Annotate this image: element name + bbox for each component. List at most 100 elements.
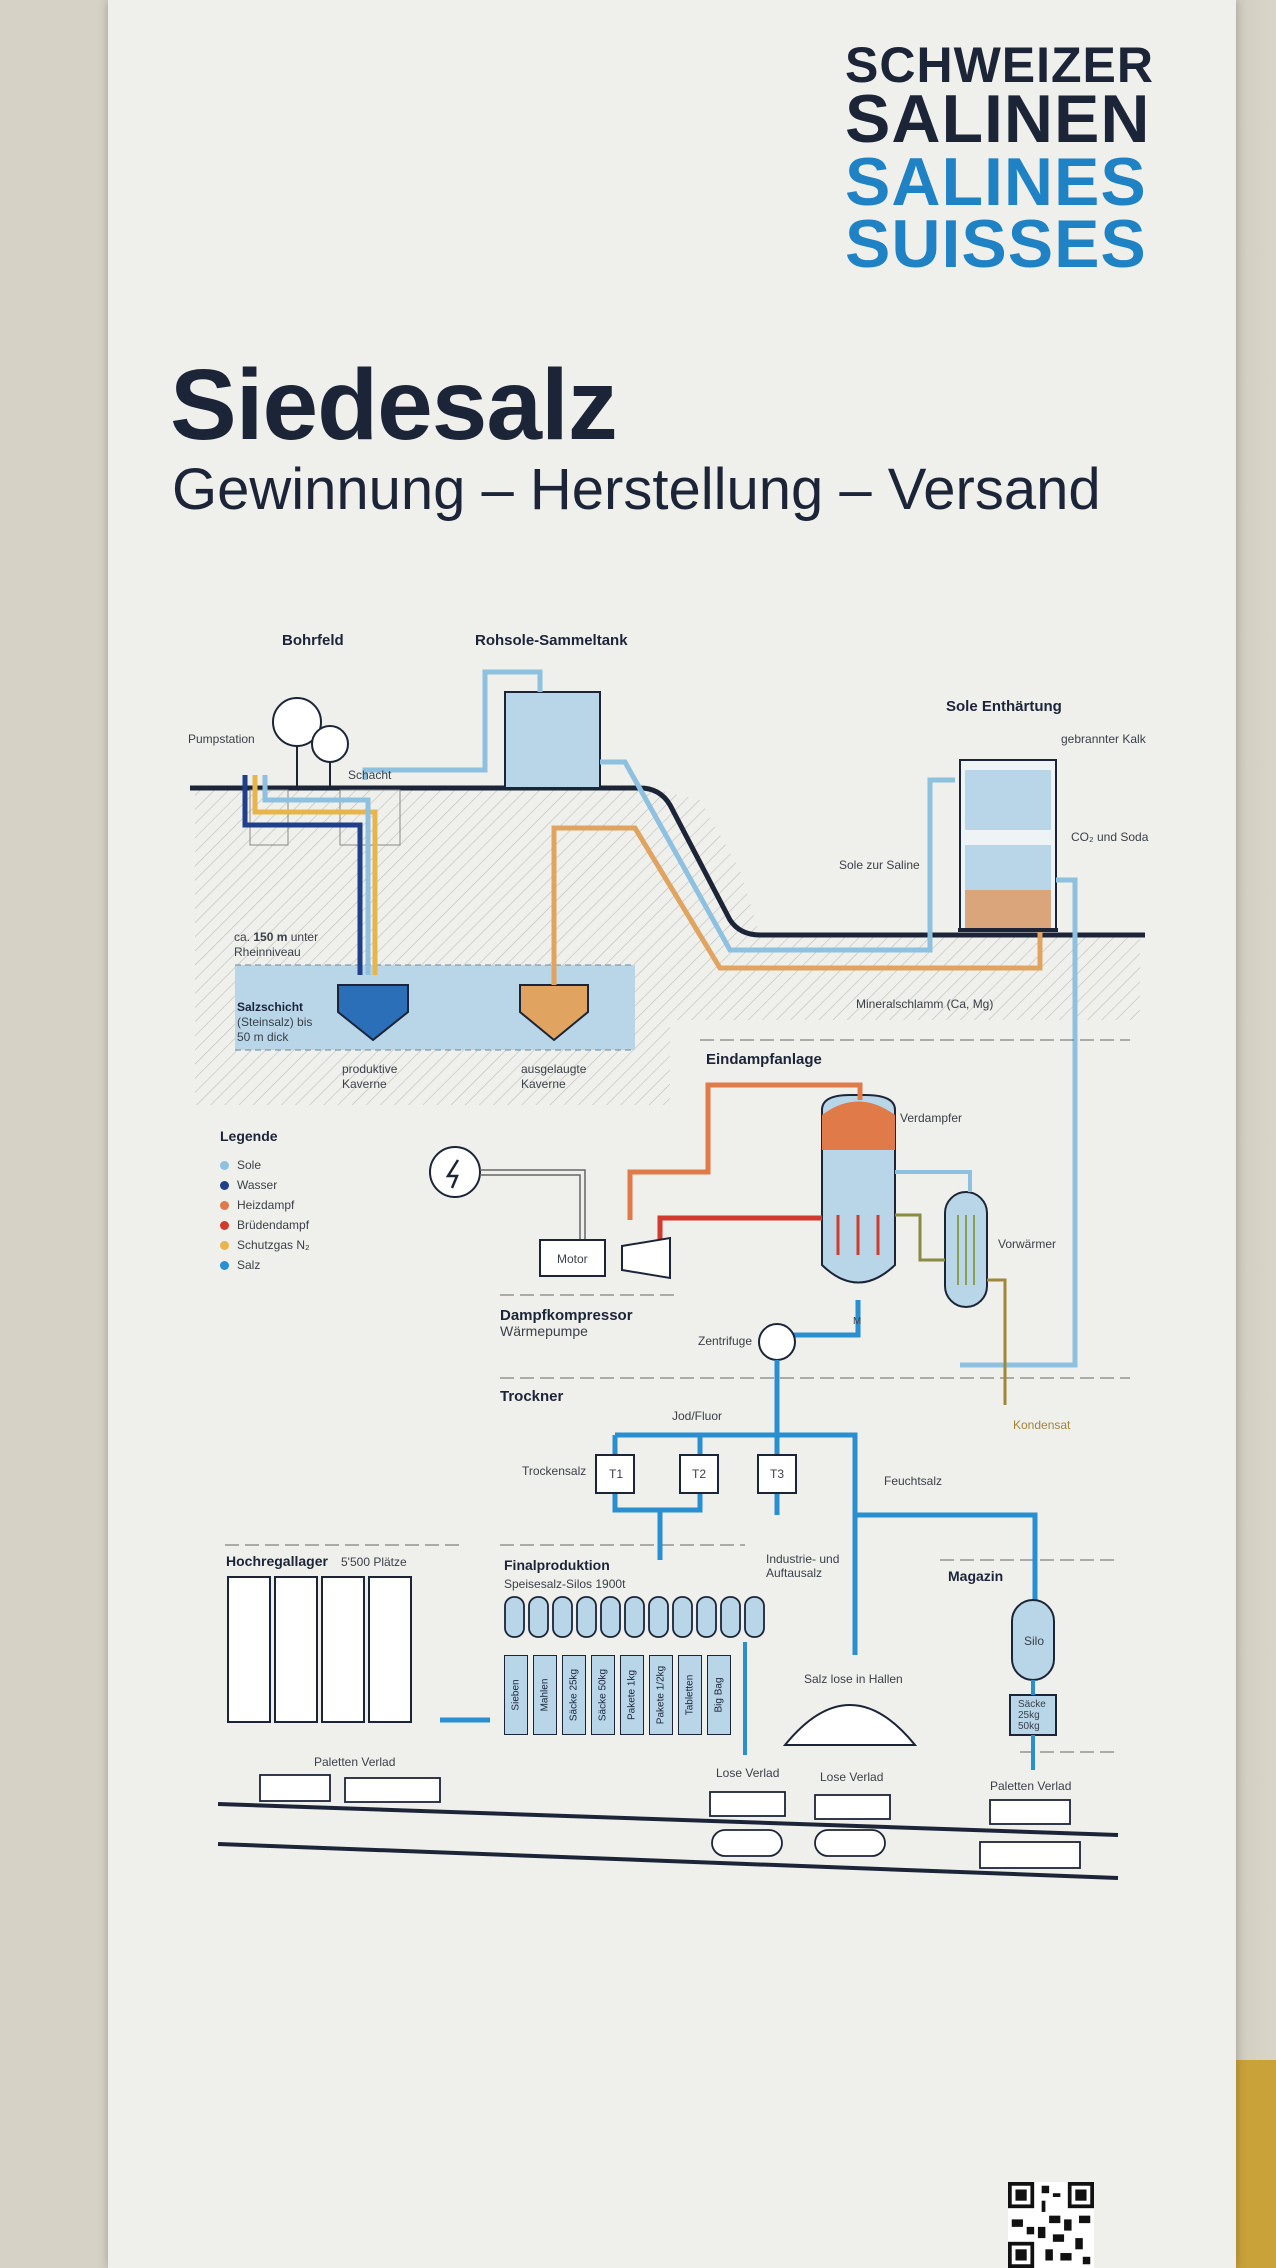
pumpstation-box xyxy=(249,789,289,846)
page-subtitle: Gewinnung – Herstellung – Versand xyxy=(172,457,1101,522)
label-vorwaermer: Vorwärmer xyxy=(998,1237,1057,1251)
label-produktive: produktive xyxy=(342,1062,398,1076)
product-label: Pakete 1/2kg xyxy=(655,1665,667,1725)
legend-item: Salz xyxy=(220,1258,260,1272)
label-jod-fluor: Jod/Fluor xyxy=(672,1409,723,1423)
label-magazin-saecke3: 50kg xyxy=(1018,1721,1040,1732)
legend-dot-icon xyxy=(220,1221,229,1231)
product-label: Mahlen xyxy=(539,1678,551,1712)
product-box: Säcke 25kg xyxy=(562,1655,586,1735)
product-box: Mahlen xyxy=(533,1655,557,1735)
rail-line xyxy=(217,1802,1119,1837)
label-pumpstation: Pumpstation xyxy=(188,732,255,746)
motor-box xyxy=(539,1239,606,1277)
product-label: Pakete 1kg xyxy=(626,1669,638,1721)
label-dick: 50 m dick xyxy=(237,1030,289,1044)
label-lose-verlad1: Lose Verlad xyxy=(716,1766,780,1780)
label-kondensat: Kondensat xyxy=(1013,1418,1071,1432)
product-label: Sieben xyxy=(510,1679,522,1711)
legend-item: Sole xyxy=(220,1158,261,1172)
label-steinsalz: (Steinsalz) bis xyxy=(237,1015,313,1029)
label-gebrannter-kalk: gebrannter Kalk xyxy=(1061,732,1146,746)
heading-finalproduktion: Finalproduktion xyxy=(504,1557,610,1573)
produktive-kaverne xyxy=(337,984,409,1042)
salz-halle-dome xyxy=(782,1704,918,1746)
legend-label: Sole xyxy=(237,1158,262,1172)
ausgelaugte-kaverne xyxy=(519,984,589,1042)
label-zentrifuge: Zentrifuge xyxy=(698,1334,753,1348)
rack xyxy=(274,1576,318,1723)
product-box: Sieben xyxy=(504,1655,528,1735)
label-kaverne1: Kaverne xyxy=(342,1077,387,1091)
label-t2: T2 xyxy=(692,1467,707,1481)
label-motor: Motor xyxy=(557,1252,588,1266)
label-waermepumpe: Wärmepumpe xyxy=(500,1323,588,1339)
label-magazin-saecke1: Säcke xyxy=(1018,1699,1046,1710)
label-t3: T3 xyxy=(770,1467,785,1481)
legend-label: Brüdendampf xyxy=(237,1218,310,1232)
legend-label: Wasser xyxy=(237,1178,278,1192)
legend-dot-icon xyxy=(220,1161,229,1171)
trockner-t2 xyxy=(679,1454,719,1494)
qr-code xyxy=(1008,2182,1094,2268)
zentrifuge xyxy=(758,1323,796,1361)
product-box: Tabletten xyxy=(678,1655,702,1735)
label-mineralschlamm: Mineralschlamm (Ca, Mg) xyxy=(856,997,994,1011)
trockner-t3 xyxy=(757,1454,797,1494)
legend-item: Heizdampf xyxy=(220,1198,294,1212)
label-silos: Speisesalz-Silos 1900t xyxy=(504,1577,626,1591)
label-schacht: Schacht xyxy=(348,768,392,782)
label-salz-lose: Salz lose in Hallen xyxy=(804,1672,903,1686)
rail-line xyxy=(217,1842,1119,1880)
label-hochregal-plaetze: 5'500 Plätze xyxy=(341,1555,407,1569)
schweizer-salinen-logo: SCHWEIZER SALINEN SALINES SUISSES xyxy=(845,37,1154,278)
ground-line xyxy=(190,785,1145,938)
legend-dot-icon xyxy=(220,1241,229,1251)
product-label: Säcke 50kg xyxy=(597,1668,609,1722)
poster-banner xyxy=(108,0,1236,2268)
legend-item: Brüdendampf xyxy=(220,1218,309,1232)
label-magazin-saecke2: 25kg xyxy=(1018,1710,1040,1721)
compressor xyxy=(621,1236,671,1280)
label-paletten-verlad2: Paletten Verlad xyxy=(990,1779,1072,1793)
rack xyxy=(227,1576,271,1723)
product-box: Pakete 1kg xyxy=(620,1655,644,1735)
page-title: Siedesalz xyxy=(170,349,618,461)
label-sole-zur-saline: Sole zur Saline xyxy=(839,858,920,872)
heading-magazin: Magazin xyxy=(948,1568,1004,1584)
rohsole-sammeltank xyxy=(504,691,601,789)
logo-line3: SALINES xyxy=(845,143,1147,220)
logo-line2: SALINEN xyxy=(845,81,1151,157)
label-m: M xyxy=(853,1316,862,1327)
legend-dot-icon xyxy=(220,1261,229,1271)
legend-dot-icon xyxy=(220,1181,229,1191)
legend-label: Salz xyxy=(237,1258,261,1272)
label-kaverne2: Kaverne xyxy=(521,1077,566,1091)
label-co2-soda: CO₂ und Soda xyxy=(1071,830,1149,844)
label-trockensalz: Trockensalz xyxy=(522,1464,587,1478)
label-t1: T1 xyxy=(609,1467,624,1481)
legend-item: Schutzgas N₂ xyxy=(220,1238,310,1252)
heading-bohrfeld: Bohrfeld xyxy=(282,632,344,649)
label-industrie1: Industrie- und xyxy=(766,1552,840,1566)
heading-sammeltank: Rohsole-Sammeltank xyxy=(475,632,628,649)
label-paletten-verlad1: Paletten Verlad xyxy=(314,1755,396,1769)
heading-eindampfanlage: Eindampfanlage xyxy=(706,1051,822,1068)
heading-dampfkompressor: Dampfkompressor xyxy=(500,1307,633,1324)
label-salzschicht: Salzschicht xyxy=(237,1000,304,1014)
label-feuchtsalz: Feuchtsalz xyxy=(884,1474,943,1488)
rack xyxy=(368,1576,412,1723)
label-depth: ca. 150 m unter xyxy=(234,930,319,944)
heading-enthaertung: Sole Enthärtung xyxy=(946,698,1062,715)
logo-line1: SCHWEIZER xyxy=(845,37,1154,93)
label-verdampfer: Verdampfer xyxy=(900,1111,963,1125)
label-rheinniveau: Rheinniveau xyxy=(234,945,301,959)
trockner-t1 xyxy=(595,1454,635,1494)
electric-power-icon xyxy=(429,1146,481,1198)
rack xyxy=(321,1576,365,1723)
legend-label: Schutzgas N₂ xyxy=(237,1238,310,1252)
heading-hochregallager: Hochregallager xyxy=(226,1553,328,1569)
label-lose-verlad2: Lose Verlad xyxy=(820,1770,884,1784)
product-box: Pakete 1/2kg xyxy=(649,1655,673,1735)
